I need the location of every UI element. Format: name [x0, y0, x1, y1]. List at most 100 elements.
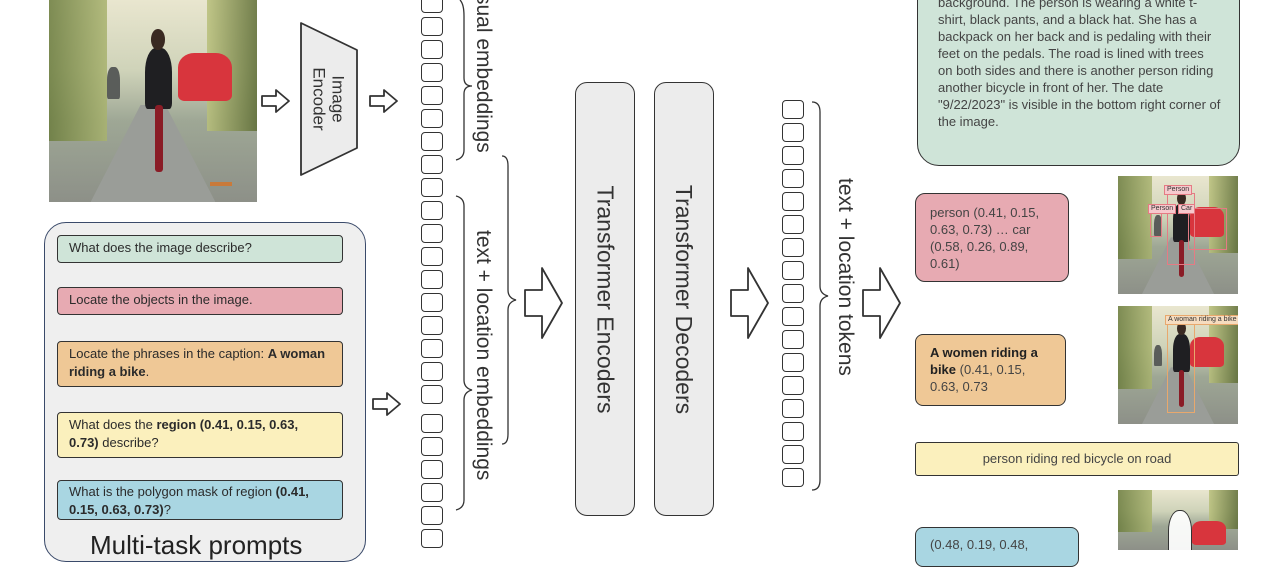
embedding-token: [782, 192, 804, 211]
output-tokens: [782, 100, 804, 487]
embedding-token: [421, 529, 443, 548]
visual-embeddings-label: sual embeddings: [472, 0, 495, 153]
embedding-token: [782, 353, 804, 372]
embedding-token: [782, 261, 804, 280]
embedding-token: [421, 201, 443, 220]
image-encoder: Image Encoder: [300, 22, 358, 176]
output-grounding-coords: (0.41, 0.15, 0.63, 0.73: [930, 362, 1026, 394]
embedding-token: [421, 362, 443, 381]
transformer-encoders-label: Transformer Encoders: [592, 185, 619, 413]
task-grounding-phrase: A woman riding a bike: [69, 346, 326, 379]
task-detection-text: Locate the objects in the image.: [69, 292, 253, 307]
text-location-embeddings-label: text + location embeddings: [472, 230, 495, 481]
embedding-token: [782, 376, 804, 395]
embedding-token: [421, 437, 443, 456]
person-bbox: [1150, 213, 1162, 237]
car-bbox-label: Car: [1178, 204, 1196, 214]
input-image: [49, 0, 257, 202]
multi-task-prompts-title: Multi-task prompts: [90, 530, 303, 560]
task-region-caption-prompt: What does the region (0.41, 0.15, 0.63, …: [57, 412, 343, 458]
embedding-token: [421, 40, 443, 59]
task-region-text: What does the: [69, 417, 157, 432]
output-polygon: (0.48, 0.19, 0.48,: [915, 527, 1079, 567]
text-location-tokens-label: text + location tokens: [834, 178, 857, 376]
output-detection: person (0.41, 0.15, 0.63, 0.73) … car (0…: [915, 193, 1069, 282]
detection-thumbnail: Person Person Car: [1118, 176, 1238, 294]
embedding-token: [782, 146, 804, 165]
task-region-suffix: describe?: [98, 435, 159, 450]
embedding-token: [421, 483, 443, 502]
arrow-right-icon: [730, 267, 769, 339]
embedding-token: [421, 86, 443, 105]
embedding-token: [782, 468, 804, 487]
grounding-bbox: [1167, 323, 1195, 413]
task-grounding-text: Locate the phrases in the caption:: [69, 346, 268, 361]
output-polygon-text: (0.48, 0.19, 0.48,: [930, 537, 1029, 552]
embedding-token: [421, 178, 443, 197]
embedding-token: [421, 224, 443, 243]
arrow-right-icon: [261, 89, 290, 113]
embedding-token: [421, 414, 443, 433]
transformer-encoders: Transformer Encoders: [575, 82, 635, 516]
output-grounding-phrase: A women riding a bike: [930, 345, 1038, 377]
person-bbox-label: Person: [1148, 204, 1177, 214]
embedding-token: [421, 0, 443, 13]
embedding-token: [782, 422, 804, 441]
embedding-brackets: [455, 0, 517, 511]
input-embedding-tokens: [421, 0, 443, 548]
grounding-bbox-label: A woman riding a bike: [1165, 315, 1238, 325]
embedding-token: [421, 316, 443, 335]
grounding-thumbnail: A woman riding a bike: [1118, 306, 1238, 424]
task-grounding-suffix: .: [145, 364, 150, 379]
task-polygon-suffix: ?: [163, 502, 171, 517]
embedding-token: [782, 445, 804, 464]
embedding-token: [782, 284, 804, 303]
image-encoder-label: Image Encoder: [310, 67, 349, 131]
embedding-token: [421, 63, 443, 82]
embedding-token: [421, 293, 443, 312]
output-grounding: A women riding a bike (0.41, 0.15, 0.63,…: [915, 334, 1066, 406]
output-caption: background. The person is wearing a whit…: [917, 0, 1240, 166]
task-polygon-prompt: What is the polygon mask of region (0.41…: [57, 480, 343, 520]
car-bbox: [1188, 208, 1227, 250]
embedding-token: [782, 215, 804, 234]
arrow-right-icon: [369, 89, 398, 113]
embedding-token: [421, 132, 443, 151]
embedding-token: [421, 270, 443, 289]
embedding-token: [782, 238, 804, 257]
transformer-decoders: Transformer Decoders: [654, 82, 714, 516]
arrow-right-icon: [862, 267, 901, 339]
embedding-token: [421, 506, 443, 525]
transformer-decoders-label: Transformer Decoders: [671, 184, 698, 414]
embedding-token: [782, 100, 804, 119]
embedding-token: [421, 109, 443, 128]
task-region-coords: region (0.41, 0.15, 0.63, 0.73): [69, 417, 299, 450]
task-polygon-coords: (0.41, 0.15, 0.63, 0.73): [69, 484, 309, 517]
arrow-right-icon: [524, 267, 563, 339]
embedding-token: [782, 330, 804, 349]
embedding-token: [782, 123, 804, 142]
task-caption-prompt: What does the image describe?: [57, 235, 343, 263]
embedding-token: [421, 247, 443, 266]
embedding-token: [421, 155, 443, 174]
task-caption-text: What does the image describe?: [69, 240, 252, 255]
task-detection-prompt: Locate the objects in the image.: [57, 287, 343, 315]
output-tokens-bracket: [811, 101, 829, 491]
output-caption-text: background. The person is wearing a whit…: [938, 0, 1221, 129]
embedding-token: [782, 307, 804, 326]
embedding-token: [421, 339, 443, 358]
arrow-right-icon: [372, 392, 401, 416]
image-encoder-shape: [300, 22, 358, 176]
polygon-thumbnail: [1118, 490, 1238, 550]
polygon-mask: [1168, 510, 1192, 550]
embedding-token: [421, 17, 443, 36]
task-polygon-text: What is the polygon mask of region: [69, 484, 276, 499]
embedding-token: [421, 385, 443, 404]
embedding-token: [782, 399, 804, 418]
output-detection-text: person (0.41, 0.15, 0.63, 0.73) … car (0…: [930, 205, 1040, 271]
output-region-caption: person riding red bicycle on road: [915, 442, 1239, 476]
output-region-caption-text: person riding red bicycle on road: [982, 451, 1172, 466]
task-grounding-prompt: Locate the phrases in the caption: A wom…: [57, 341, 343, 387]
embedding-token: [782, 169, 804, 188]
embedding-token: [421, 460, 443, 479]
